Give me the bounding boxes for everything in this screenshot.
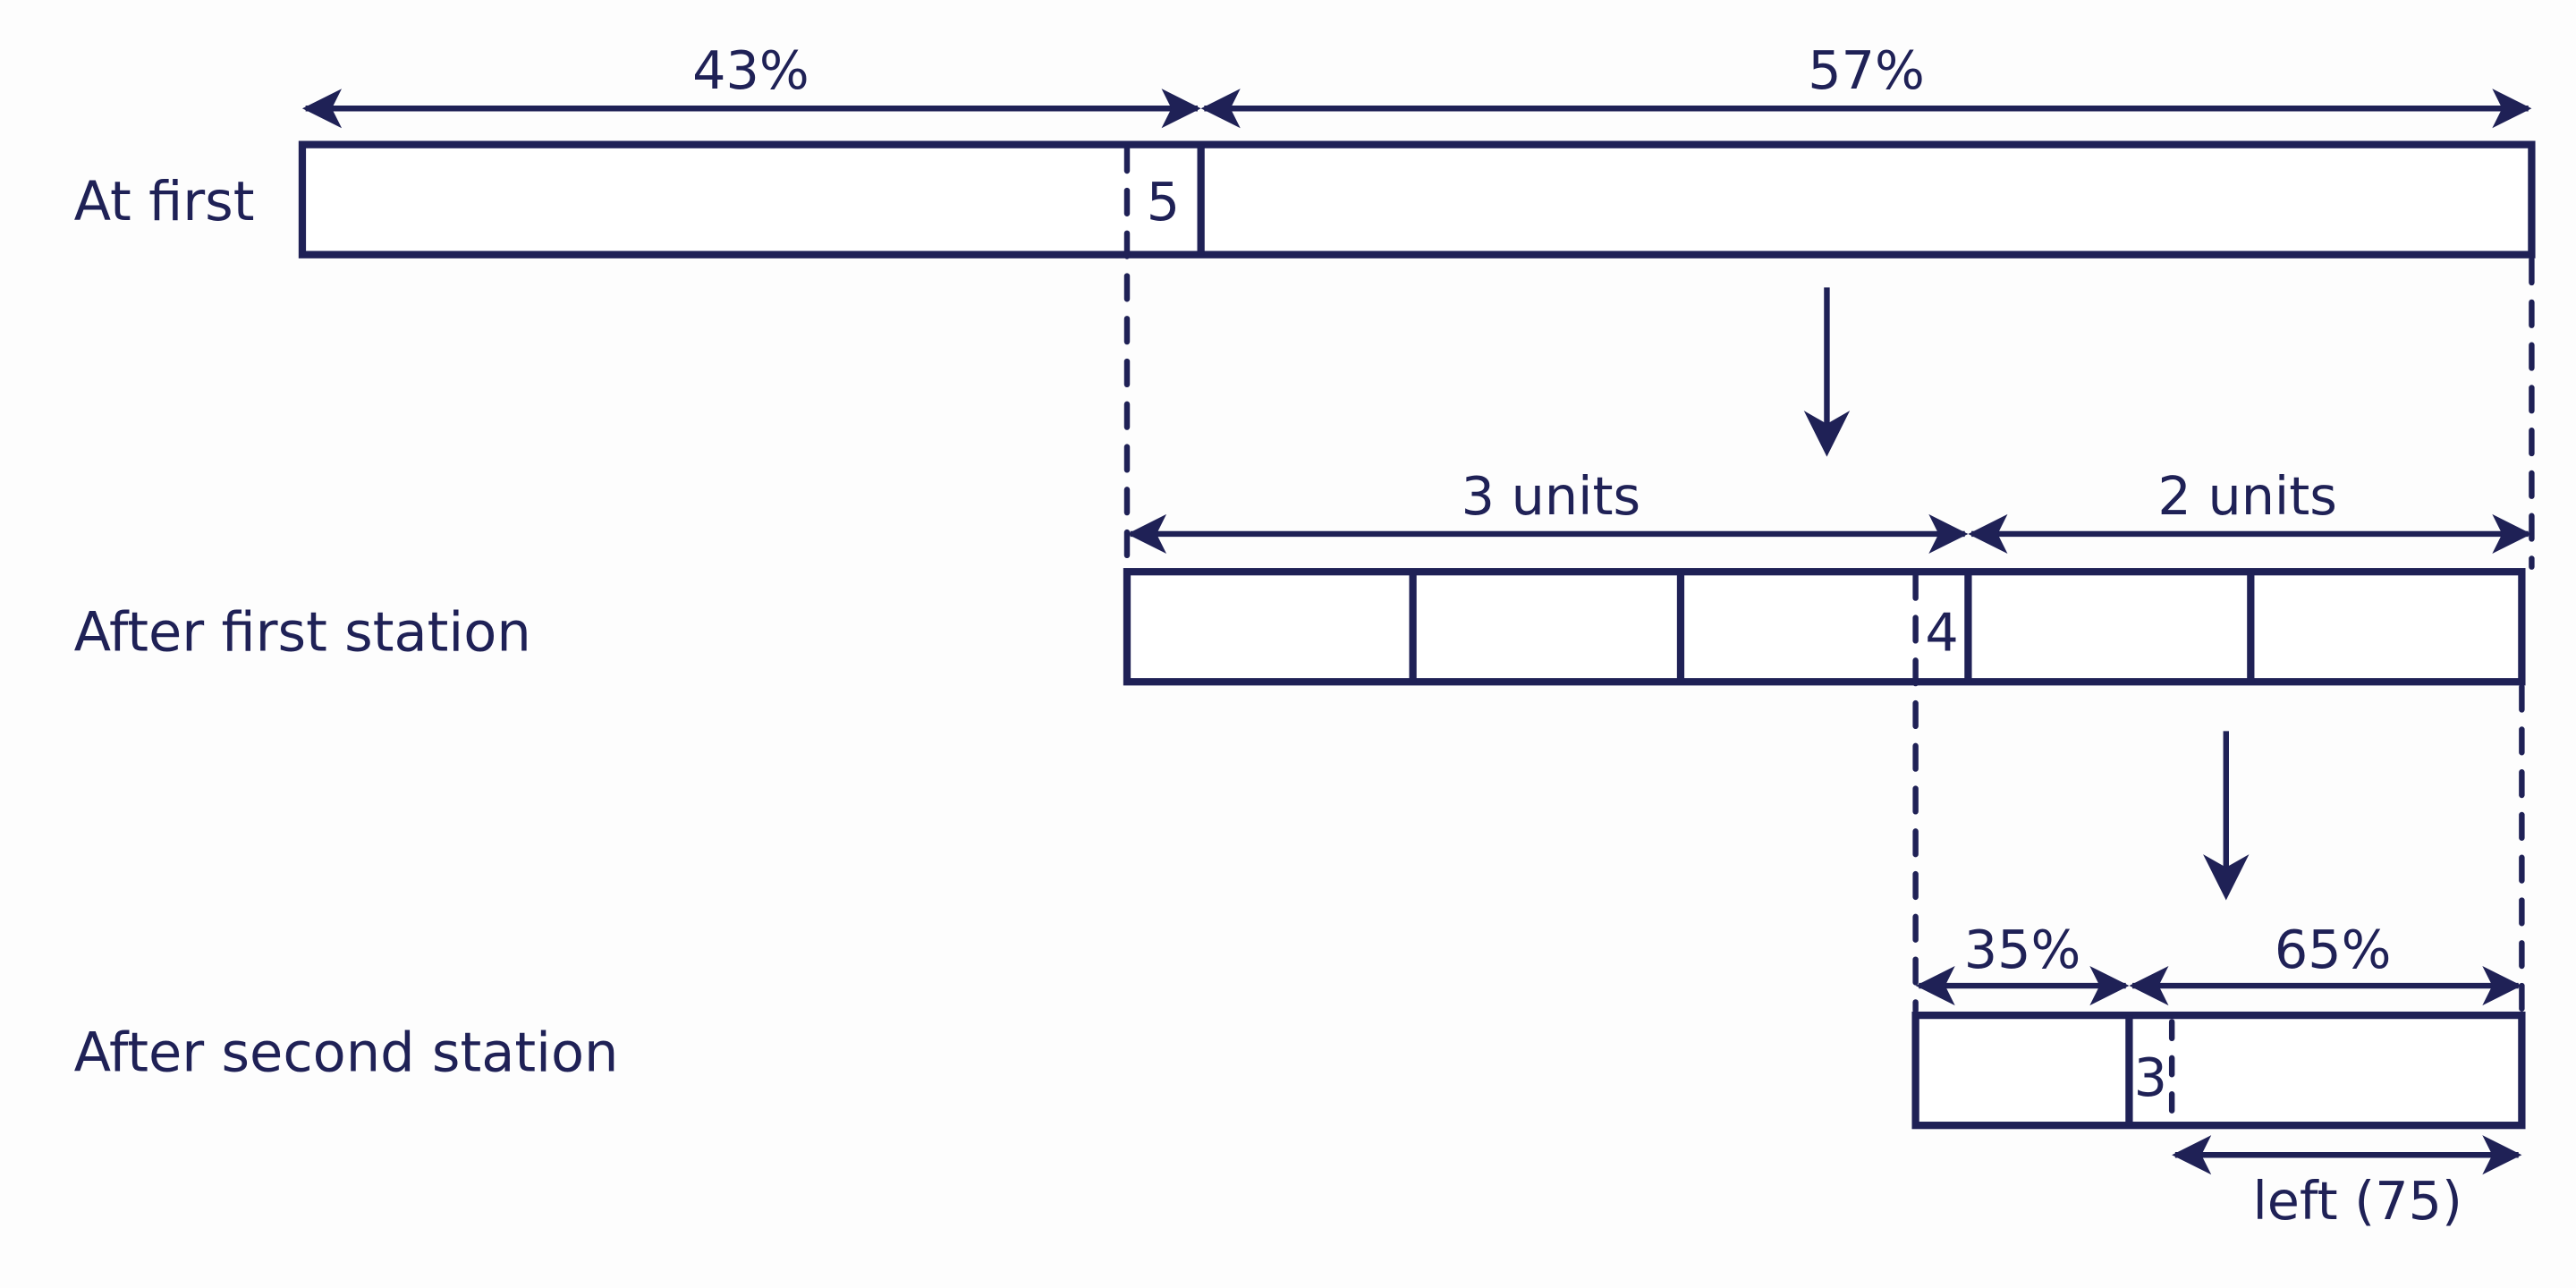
bar-at-first: 43% 57% 5	[298, 39, 2536, 258]
bar-whole	[1123, 568, 2526, 686]
row-label-at-first: At first	[74, 171, 255, 233]
label-3-units: 3 units	[1462, 465, 1641, 527]
label-57-percent: 57%	[1808, 39, 1925, 101]
bar-after-first-station: 3 units 2 units 4	[1123, 465, 2532, 686]
row-label-after-second-station: After second station	[74, 1022, 619, 1085]
down-arrowhead-icon	[1803, 411, 1851, 457]
down-arrowhead-icon	[2203, 854, 2250, 901]
bar-after-second-station: 35% 65% 3 left (75)	[1911, 919, 2526, 1232]
arrowheads	[2172, 1135, 2522, 1175]
marker-3: 3	[2134, 1046, 2167, 1108]
bar-whole	[298, 140, 2536, 258]
label-35-percent: 35%	[1964, 919, 2081, 980]
label-43-percent: 43%	[692, 39, 809, 101]
label-2-units: 2 units	[2157, 465, 2337, 527]
marker-4: 4	[1925, 601, 1958, 663]
row-label-after-first-station: After first station	[74, 601, 531, 664]
label-left-75: left (75)	[2252, 1170, 2462, 1232]
bar-whole	[1911, 1011, 2526, 1130]
label-65-percent: 65%	[2275, 919, 2392, 980]
marker-5: 5	[1147, 171, 1180, 233]
